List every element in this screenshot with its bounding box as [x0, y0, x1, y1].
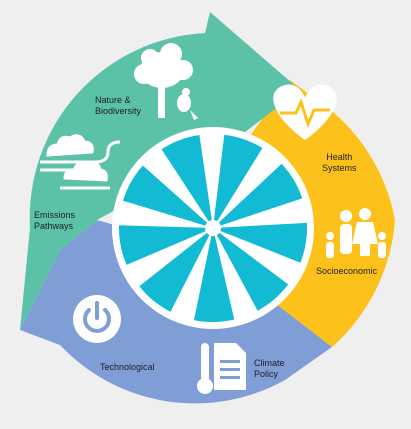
label-nature-biodiversity: Nature & Biodiversity	[95, 95, 142, 116]
label-health-systems: Health Systems	[322, 152, 357, 173]
hub-wedge	[161, 135, 213, 228]
tree-kangaroo-icon	[134, 43, 198, 120]
hub-wedge	[194, 228, 235, 322]
label-emissions-pathways: Emissions Pathways	[34, 210, 76, 231]
power-icon	[73, 295, 121, 343]
family-icon	[326, 208, 386, 258]
label-socioeconomic: Socioeconomic	[316, 266, 378, 276]
label-technological: Technological	[100, 362, 155, 372]
hub-wedge	[123, 165, 213, 228]
label-climate-policy: Climate Policy	[254, 358, 285, 379]
hub-wedge	[213, 163, 303, 228]
hub-center-dot	[205, 220, 221, 236]
hub-wedge	[139, 228, 213, 312]
hub-wedge	[213, 134, 263, 228]
thermometer-document-icon	[197, 343, 246, 394]
cloud-path-icon	[40, 134, 121, 190]
hub-wedge	[213, 228, 289, 311]
hub-wedge	[118, 225, 213, 265]
hub-wedge	[213, 222, 308, 263]
heart-pulse-icon	[273, 84, 337, 140]
hub-pinwheel	[118, 134, 308, 322]
